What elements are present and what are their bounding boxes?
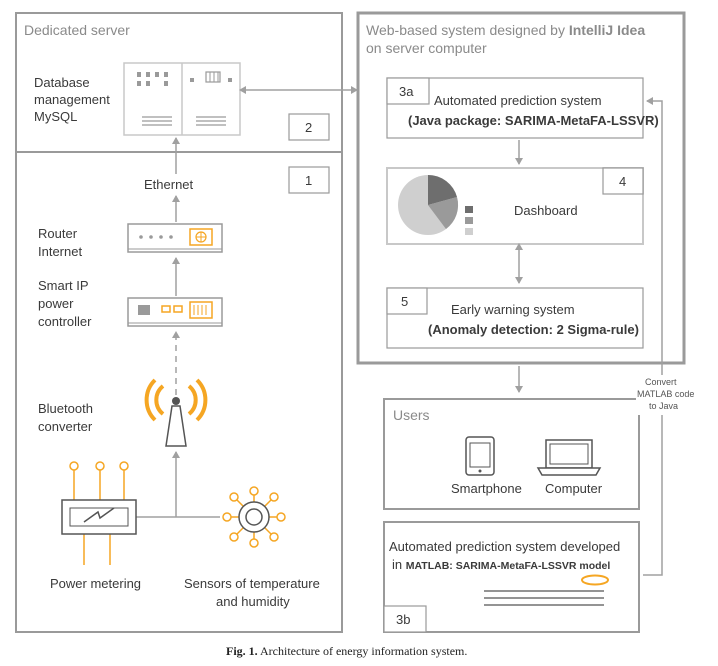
prediction-java-box: [386, 77, 644, 139]
field-devices-panel: [15, 151, 343, 633]
caption-text: Architecture of energy information syste…: [258, 644, 468, 658]
web-title-prefix: Web-based system designed by: [366, 22, 569, 38]
badge-3a-box: [386, 77, 430, 105]
prediction-matlab-panel: [383, 521, 640, 633]
smartip-label-1: Smart IP: [38, 278, 89, 293]
badge-1: 1: [305, 173, 312, 188]
early-warning-box: [386, 287, 644, 349]
smartip-label-2: power: [38, 296, 74, 311]
sensor-label-1: Sensors of temperature: [184, 576, 320, 591]
router-icon: [127, 223, 223, 253]
convert-label-3: to Java: [649, 401, 678, 411]
figure-caption: Fig. 1. Architecture of energy informati…: [226, 644, 467, 658]
smartip-label-3: controller: [38, 314, 92, 329]
convert-label-bg: [636, 375, 688, 415]
early-warning-sub: (Anomaly detection: 2 Sigma-rule): [428, 322, 639, 337]
matlab-line2-prefix: in: [392, 557, 406, 572]
dashboard-title: Dashboard: [514, 203, 578, 218]
badge-2-box: [288, 113, 330, 141]
web-system-panel: [356, 11, 686, 365]
matlab-line2: in MATLAB: SARIMA-MetaFA-LSSVR model: [392, 557, 610, 572]
badge-5: 5: [401, 294, 408, 309]
bluetooth-label-1: Bluetooth: [38, 401, 93, 416]
bluetooth-label-2: converter: [38, 419, 93, 434]
convert-label-2: MATLAB code: [637, 389, 694, 399]
badge-3a: 3a: [399, 84, 414, 99]
smartphone-icon: [465, 436, 495, 476]
power-meter-icon: [61, 461, 137, 565]
server-rack-icon: [123, 62, 241, 136]
router-label-2: Internet: [38, 244, 82, 259]
power-meter-label: Power metering: [50, 576, 141, 591]
caption-fig: Fig. 1.: [226, 644, 258, 658]
matlab-code-icon: [484, 574, 609, 606]
users-title: Users: [393, 407, 430, 423]
smartphone-label: Smartphone: [451, 481, 522, 496]
prediction-java-title: Automated prediction system: [434, 93, 602, 108]
early-warning-title: Early warning system: [451, 302, 575, 317]
laptop-icon: [536, 439, 602, 476]
bluetooth-converter-icon: [144, 378, 208, 447]
router-label-1: Router: [38, 226, 78, 241]
badge-4-box: [602, 167, 644, 195]
web-title-bold: IntelliJ Idea: [569, 22, 645, 38]
badge-1-box: [288, 166, 330, 194]
users-panel: [383, 398, 640, 510]
matlab-line2-bold: MATLAB: SARIMA-MetaFA-LSSVR model: [406, 560, 611, 572]
convert-label-1: Convert: [645, 377, 677, 387]
web-system-title-line2: on server computer: [366, 40, 487, 56]
convert-feedback-line: [643, 97, 663, 576]
db-label-line1: Database: [34, 75, 90, 90]
badge-4: 4: [619, 174, 626, 189]
pie-chart-icon: [398, 174, 473, 235]
matlab-line1: Automated prediction system developed: [389, 539, 620, 554]
db-label-line2: management: [34, 92, 110, 107]
smart-ip-controller-icon: [127, 297, 223, 327]
computer-label: Computer: [545, 481, 603, 496]
badge-3b: 3b: [396, 612, 410, 627]
badge-2: 2: [305, 120, 312, 135]
dedicated-server-title: Dedicated server: [24, 22, 130, 38]
web-system-title: Web-based system designed by IntelliJ Id…: [366, 22, 645, 38]
prediction-java-sub: (Java package: SARIMA-MetaFA-LSSVR): [408, 113, 659, 128]
sensor-hub-icon: [222, 486, 286, 548]
sensor-label-2: and humidity: [216, 594, 290, 609]
badge-3b-box: [383, 605, 427, 633]
badge-5-box: [386, 287, 428, 315]
db-label-line3: MySQL: [34, 109, 77, 124]
ethernet-label: Ethernet: [144, 177, 194, 192]
